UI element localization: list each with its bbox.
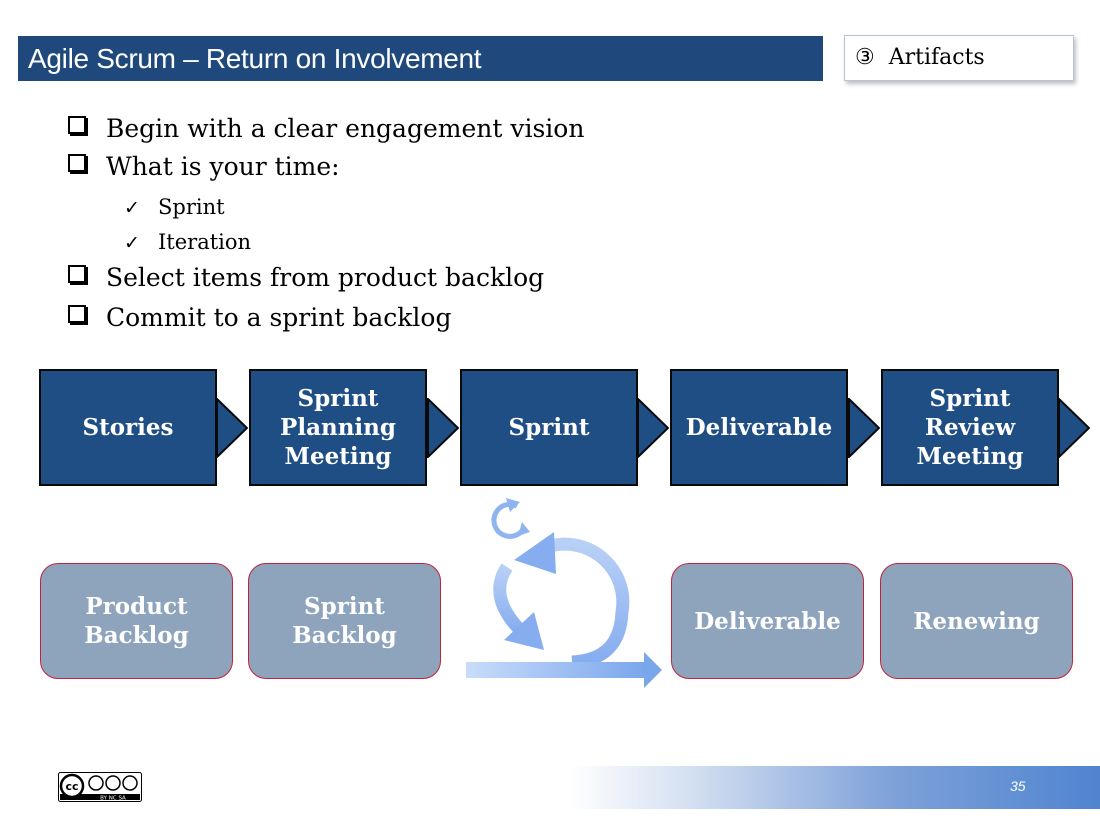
chevron-right-icon [848,398,880,458]
checkmark-icon: ✓ [124,232,140,254]
bullet-item: What is your time: [68,152,340,181]
checkbox-bullet-icon [68,305,86,323]
process-step: Stories [39,369,217,486]
chevron-right-icon [427,398,459,458]
svg-text:cc: cc [65,780,78,793]
process-step: Sprint [460,369,638,486]
checkbox-bullet-icon [68,154,86,172]
chevron-right-icon [216,398,248,458]
artifact-box: Renewing [880,563,1073,679]
checkbox-bullet-icon [68,116,86,134]
chevron-right-icon [637,398,669,458]
sub-bullet-item: ✓Sprint [124,195,225,219]
footer-bar [570,766,1100,809]
section-number: ③ [855,45,875,70]
section-label: Artifacts [888,45,985,70]
slide-title: Agile Scrum – Return on Involvement [18,36,823,81]
artifact-box: Deliverable [671,563,864,679]
chevron-right-icon [1058,398,1090,458]
bullet-item: Select items from product backlog [68,263,544,292]
checkbox-bullet-icon [68,265,86,283]
process-step: Deliverable [670,369,848,486]
bullet-item: Commit to a sprint backlog [68,303,451,332]
checkmark-icon: ✓ [124,197,140,219]
license-text: BY NC SA [100,796,126,802]
sub-bullet-item: ✓Iteration [124,230,252,254]
bullet-item: Begin with a clear engagement vision [68,114,584,143]
page-number: 35 [1010,778,1026,794]
scrum-cycle-icon [466,498,662,688]
cc-by-nc-sa-icon: cc BY NC SA [58,772,142,802]
section-tag: ③ Artifacts [844,35,1074,81]
